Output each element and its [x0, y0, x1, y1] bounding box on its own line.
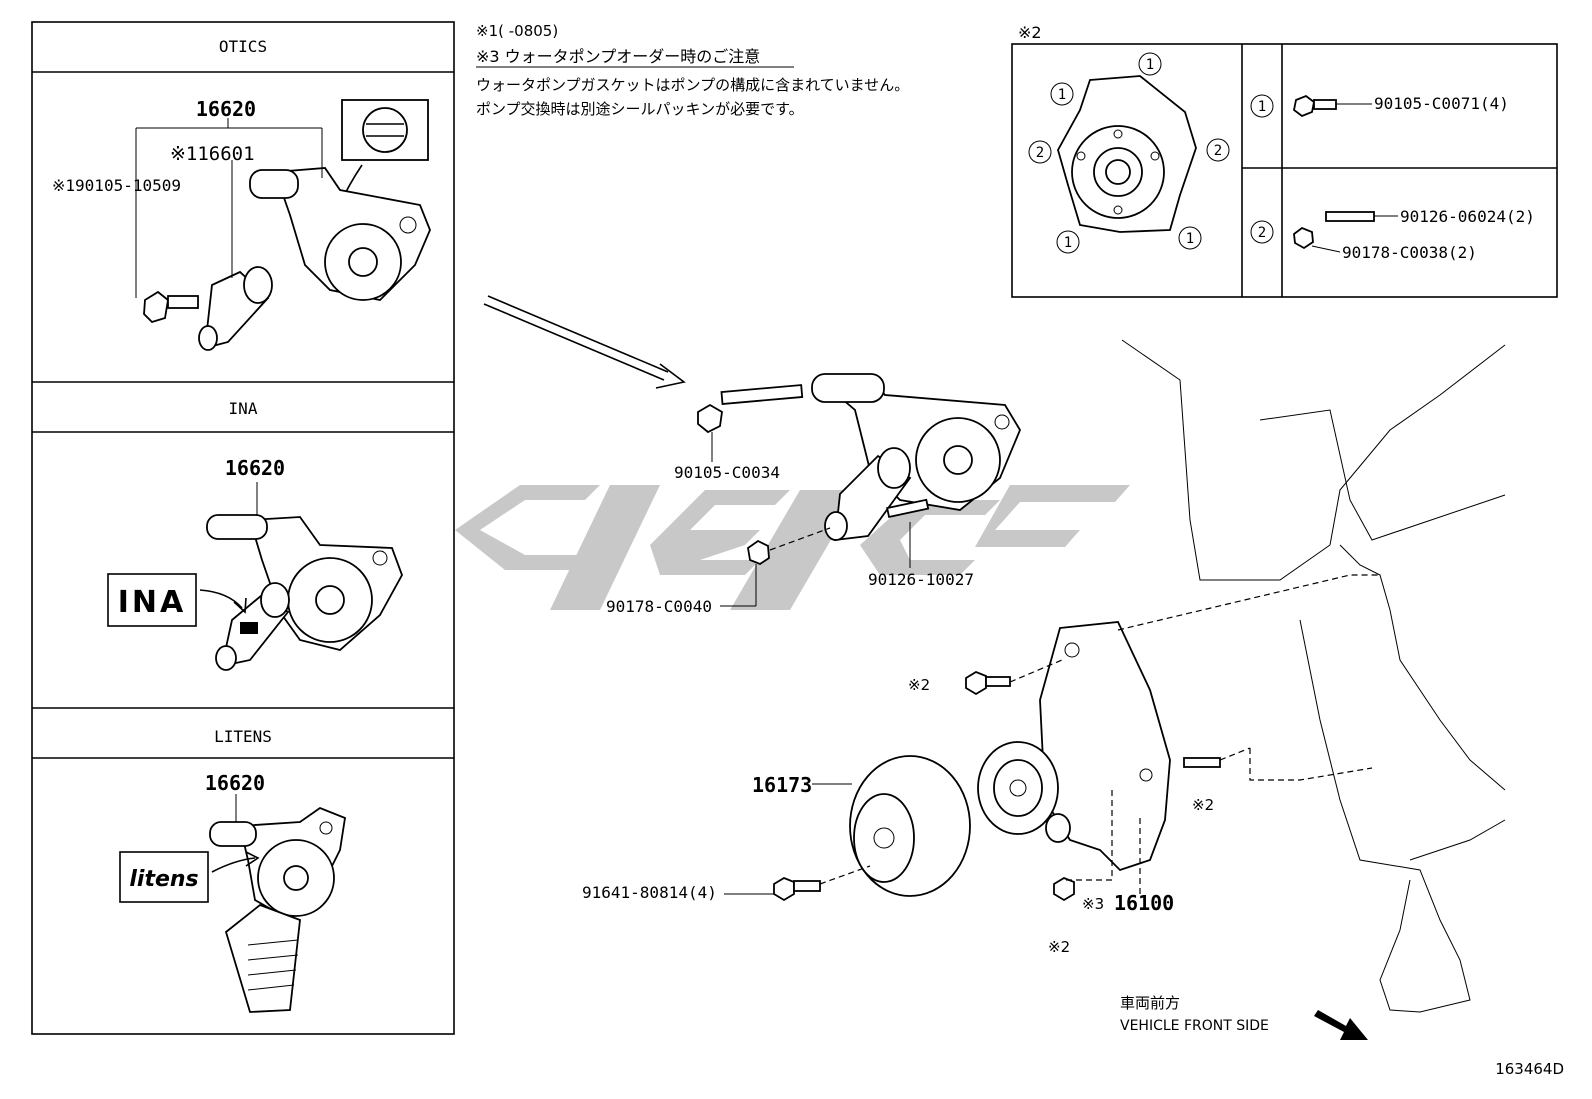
marker-1-d: 1: [1186, 231, 1194, 247]
pump-bolts: [773, 659, 1251, 902]
marker-1-c: 1: [1064, 235, 1072, 251]
ina-tensioner-drawing: [107, 482, 403, 671]
water-pump-drawing: [977, 621, 1171, 872]
marker-1-b: 1: [1058, 87, 1066, 103]
main-tensioner-drawing: [697, 373, 1022, 607]
bolt-row2-part-b: 90178-C0038(2): [1342, 243, 1477, 262]
otics-tensioner-drawing: [143, 99, 431, 351]
label-note2-stud: ※2: [1192, 796, 1214, 814]
label-90105-c0034: 90105-C0034: [674, 463, 780, 482]
vehicle-front-jp: 車両前方: [1120, 994, 1180, 1012]
variant-ina-title: INA: [229, 399, 258, 418]
bolt-table-title: ※2: [1018, 23, 1042, 42]
vehicle-front-en: VEHICLE FRONT SIDE: [1120, 1018, 1269, 1034]
bolt-table: [1011, 43, 1558, 298]
marker-1-a: 1: [1146, 57, 1154, 73]
litens-tensioner-drawing: [119, 794, 346, 1013]
watermark-logo: [455, 485, 1130, 610]
bolt-table-markers: 1 1 2 2 1 1 1 2: [1028, 52, 1274, 254]
note-line-3: ウォータポンプガスケットはポンプの構成に含まれていません。: [476, 76, 909, 94]
ina-part-16620: 16620: [225, 456, 285, 480]
label-91641-80814: 91641-80814(4): [582, 883, 717, 902]
otics-leaders: [135, 118, 323, 298]
label-16173: 16173: [752, 773, 812, 797]
row-1-marker: 1: [1258, 99, 1266, 115]
main-leaders: [724, 783, 852, 895]
bolt-row2-part-a: 90126-06024(2): [1400, 207, 1535, 226]
label-90126-10027: 90126-10027: [868, 570, 974, 589]
engine-block-outline: [1121, 339, 1506, 1013]
otics-part-16601: ※116601: [170, 143, 255, 165]
variant-otics-title: OTICS: [219, 37, 267, 56]
pulley-drawing: [849, 755, 971, 897]
diagram-id: 163464D: [1495, 1060, 1564, 1078]
bolt-row1-part: 90105-C0071(4): [1374, 94, 1509, 113]
label-note3: ※3: [1082, 895, 1104, 913]
otics-part-16620: 16620: [196, 97, 256, 121]
litens-logo: litens: [129, 867, 198, 892]
pointer-arrow: [483, 295, 686, 389]
row-2-marker: 2: [1258, 225, 1266, 241]
label-90178-c0040: 90178-C0040: [606, 597, 712, 616]
bolt-table-parts: [1293, 94, 1398, 253]
otics-part-90105-10509: ※190105-10509: [52, 176, 181, 195]
label-note2-bolt: ※2: [908, 676, 930, 694]
ina-logo: INA: [118, 585, 187, 620]
litens-part-16620: 16620: [205, 771, 265, 795]
label-16100: 16100: [1114, 891, 1174, 915]
marker-2-a: 2: [1036, 145, 1044, 161]
marker-2-b: 2: [1214, 143, 1222, 159]
label-note2-nut: ※2: [1048, 938, 1070, 956]
variant-litens-title: LITENS: [214, 727, 272, 746]
note-line-1: ※1( -0805): [476, 22, 558, 40]
note-line-4: ポンプ交換時は別途シールパッキンが必要です。: [476, 100, 804, 118]
note-line-2: ※3 ウォータポンプオーダー時のご注意: [476, 47, 760, 66]
variant-panels: [31, 21, 455, 1035]
pump-dash-lines: [1064, 574, 1378, 895]
vehicle-front-arrow-icon: [1314, 1010, 1368, 1040]
